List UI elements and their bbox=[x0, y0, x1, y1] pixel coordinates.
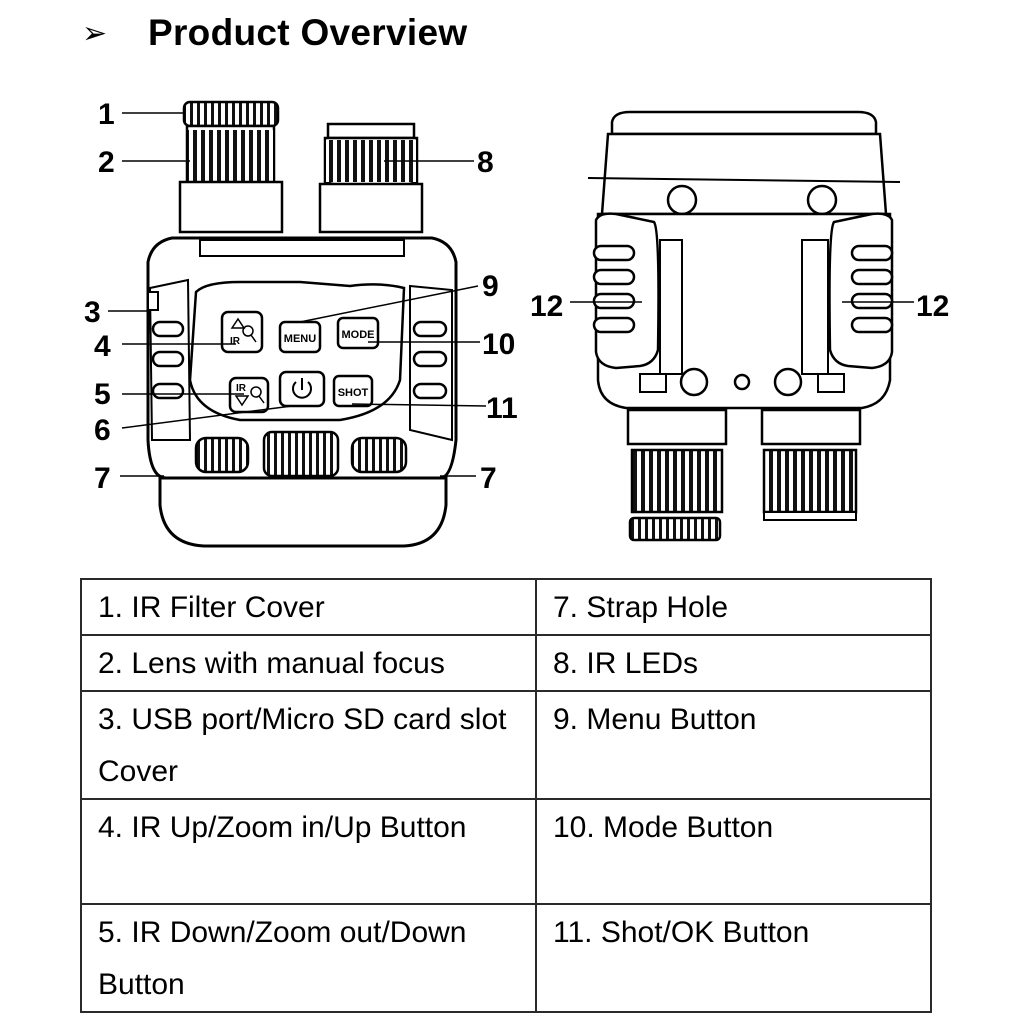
back-screw-bottom-right bbox=[773, 367, 803, 397]
triangle-down-icon bbox=[234, 395, 250, 407]
callout-12-right: 12 bbox=[916, 290, 949, 323]
legend-item-3: 3. USB port/Micro SD card slot Cover bbox=[80, 690, 537, 800]
product-diagram: IR IR MENU MODE SHOT bbox=[84, 98, 949, 548]
left-lens-grip bbox=[188, 130, 273, 182]
legend-item-11: 11. Shot/OK Button bbox=[535, 903, 932, 1013]
callout-3: 3 bbox=[84, 296, 101, 329]
legend-item-8: 8. IR LEDs bbox=[535, 634, 932, 692]
front-vent-right bbox=[350, 436, 408, 474]
callout-2: 2 bbox=[98, 146, 115, 179]
back-left-grip bbox=[594, 212, 660, 370]
ir-down-label: IR bbox=[236, 383, 247, 394]
left-lens-base bbox=[178, 180, 284, 234]
back-strap-hole-right bbox=[817, 373, 845, 393]
legend-item-9: 9. Menu Button bbox=[535, 690, 932, 800]
menu-button-label: MENU bbox=[284, 333, 316, 345]
front-vent-left bbox=[194, 436, 250, 474]
ir-up-label: IR bbox=[230, 336, 241, 347]
shot-button: SHOT bbox=[332, 374, 374, 408]
table-row: 4. IR Up/Zoom in/Up Button 10. Mode Butt… bbox=[80, 798, 932, 905]
back-right-lens-base bbox=[760, 408, 862, 446]
ir-led-top-rim bbox=[326, 122, 416, 140]
callout-7-right: 7 bbox=[480, 462, 497, 495]
back-screw-top-right bbox=[806, 184, 838, 216]
ir-filter-cover bbox=[182, 100, 280, 128]
front-top-bezel bbox=[199, 239, 405, 257]
triangle-up-icon bbox=[230, 317, 246, 329]
back-left-panel bbox=[659, 239, 683, 375]
back-screw-bottom-left bbox=[679, 367, 709, 397]
front-vent-center bbox=[262, 430, 340, 478]
mode-button-label: MODE bbox=[342, 329, 375, 341]
ir-up-zoom-in-button: IR bbox=[220, 310, 264, 354]
front-view: IR IR MENU MODE SHOT bbox=[84, 98, 518, 548]
zoom-in-icon bbox=[242, 325, 254, 337]
parts-legend-table: 1. IR Filter Cover 7. Strap Hole 2. Lens… bbox=[80, 578, 932, 1013]
back-right-lens-grip bbox=[762, 448, 858, 514]
back-view: 12 12 bbox=[530, 110, 949, 542]
back-left-lens-grip bbox=[630, 448, 724, 514]
back-left-lens-base bbox=[626, 408, 728, 446]
power-button bbox=[278, 370, 326, 408]
ir-down-zoom-out-button: IR bbox=[228, 376, 270, 414]
callout-7-left: 7 bbox=[94, 462, 111, 495]
callout-10: 10 bbox=[482, 328, 515, 361]
usb-port-cover bbox=[147, 291, 159, 311]
shot-button-label: SHOT bbox=[338, 387, 369, 399]
callout-9: 9 bbox=[482, 270, 499, 303]
zoom-out-icon bbox=[250, 386, 262, 398]
power-icon bbox=[292, 381, 312, 399]
callout-11: 11 bbox=[486, 392, 518, 425]
legend-item-10: 10. Mode Button bbox=[535, 798, 932, 905]
legend-item-1: 1. IR Filter Cover bbox=[80, 578, 537, 636]
eyepiece-cup bbox=[610, 110, 878, 136]
legend-item-5: 5. IR Down/Zoom out/Down Button bbox=[80, 903, 537, 1013]
table-row: 5. IR Down/Zoom out/Down Button 11. Shot… bbox=[80, 903, 932, 1013]
section-heading: ➢ Product Overview bbox=[82, 8, 467, 58]
back-ir-filter-cover bbox=[628, 516, 722, 542]
back-upper-body bbox=[600, 132, 888, 216]
table-row: 2. Lens with manual focus 8. IR LEDs bbox=[80, 634, 932, 692]
back-strap-hole-left bbox=[639, 373, 667, 393]
callout-12-left: 12 bbox=[530, 290, 563, 323]
callout-4: 4 bbox=[94, 330, 111, 363]
arrow-bullet-icon: ➢ bbox=[82, 15, 108, 51]
legend-item-2: 2. Lens with manual focus bbox=[80, 634, 537, 692]
menu-button: MENU bbox=[278, 320, 322, 354]
front-skirt bbox=[158, 476, 448, 548]
back-right-grip bbox=[828, 212, 894, 370]
tripod-socket bbox=[733, 373, 751, 391]
legend-item-7: 7. Strap Hole bbox=[535, 578, 932, 636]
mode-button: MODE bbox=[336, 316, 380, 350]
callout-5: 5 bbox=[94, 378, 111, 411]
page-title: Product Overview bbox=[148, 12, 468, 53]
back-screw-top-left bbox=[666, 184, 698, 216]
back-right-panel bbox=[801, 239, 829, 375]
legend-item-4: 4. IR Up/Zoom in/Up Button bbox=[80, 798, 537, 905]
callout-8: 8 bbox=[477, 146, 494, 179]
callout-1: 1 bbox=[98, 98, 115, 131]
table-row: 3. USB port/Micro SD card slot Cover 9. … bbox=[80, 690, 932, 800]
table-row: 1. IR Filter Cover 7. Strap Hole bbox=[80, 578, 932, 636]
right-lens-base bbox=[318, 182, 424, 234]
callout-6: 6 bbox=[94, 414, 111, 447]
